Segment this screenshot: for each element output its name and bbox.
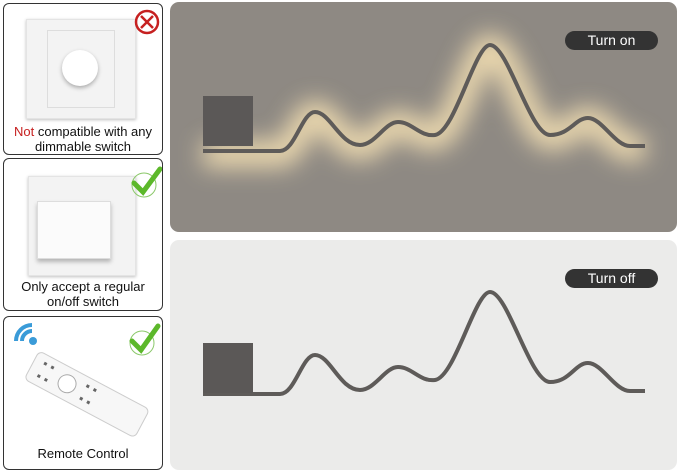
lamp-unlit-image — [203, 289, 645, 396]
turn-on-panel: Turn on — [170, 2, 677, 232]
rocker-switch-image — [28, 176, 136, 276]
red-x-circle-icon — [134, 9, 160, 35]
lamp-lit-image — [203, 33, 645, 167]
wifi-icon — [14, 323, 37, 345]
not-highlight: Not — [13, 124, 35, 139]
turn-on-badge: Turn on — [565, 31, 658, 50]
regular-switch-card: Only accept a regular on/off switch — [3, 158, 163, 311]
green-check-icon — [131, 166, 162, 198]
lamp-base-box — [203, 96, 253, 146]
wave-lamp-bar — [203, 289, 645, 396]
remote-caption: Remote Control — [37, 446, 129, 461]
remote-control-card: Remote Control — [3, 316, 163, 470]
turn-off-badge: Turn off — [565, 269, 658, 288]
lamp-base-box — [203, 343, 253, 393]
wave-lamp-bar — [203, 42, 645, 153]
regular-switch-caption: Only accept a regular on/off switch — [21, 279, 145, 309]
light-glow — [203, 33, 645, 167]
dimmer-switch-card: Not compatible with any dimmable switch — [3, 3, 163, 155]
dimmer-caption: Not compatible with any dimmable switch — [4, 124, 162, 154]
dimmer-switch-image — [26, 19, 136, 119]
turn-off-panel: Turn off — [170, 240, 677, 470]
caption-text: compatible with any dimmable switch — [34, 124, 153, 154]
remote-control-image — [25, 352, 149, 437]
green-check-icon — [129, 323, 161, 356]
